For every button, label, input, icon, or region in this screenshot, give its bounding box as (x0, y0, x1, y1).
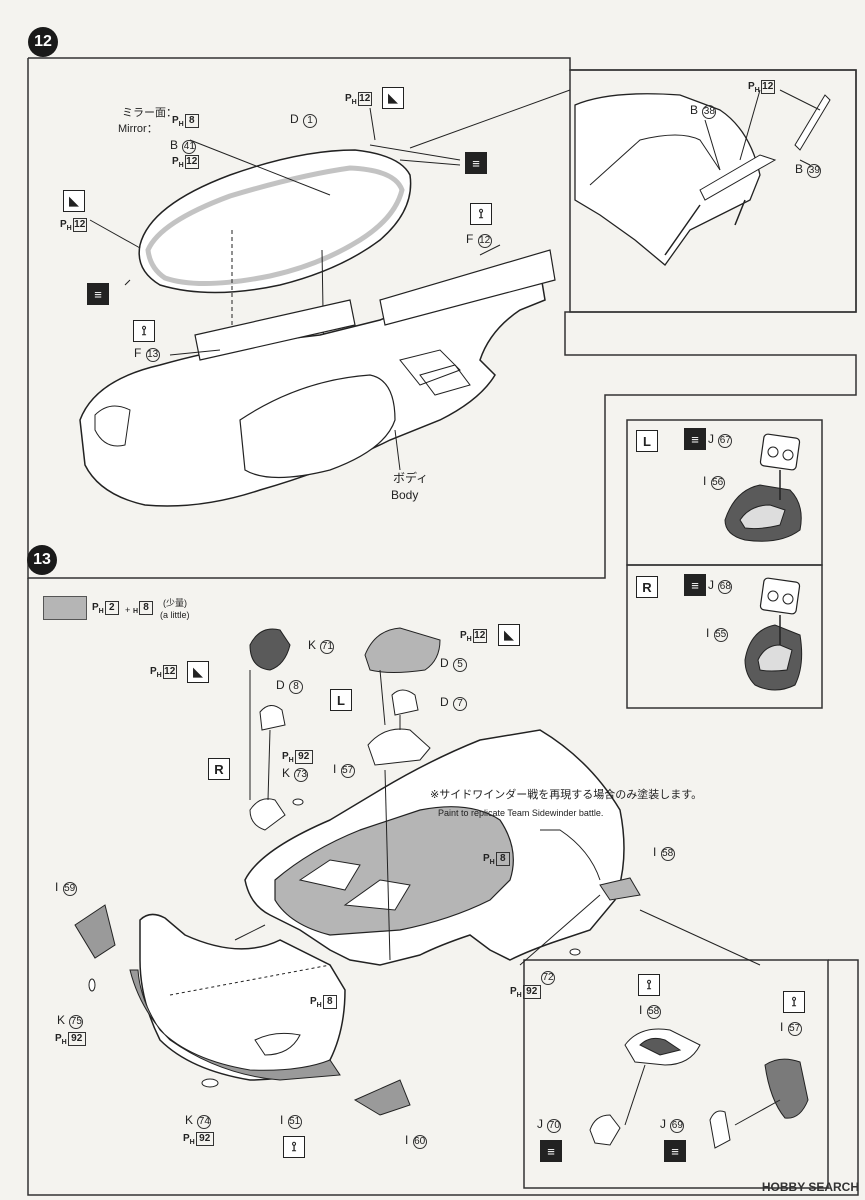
mix-color-swatch (43, 596, 87, 620)
pk-paint-icon-h: ⟟ (638, 974, 660, 996)
side-l-badge: L (636, 430, 658, 452)
part-d7-label: D 7 (440, 695, 468, 711)
step13-r-badge: R (208, 758, 230, 780)
pk-paint-icon-a: ◣ (382, 87, 404, 109)
body-en-label: Body (391, 488, 419, 502)
cement-icon-f: ≡ (664, 1140, 686, 1162)
pk-paint-icon-e: ◣ (187, 661, 209, 683)
part-i58-label-a: I 58 (653, 845, 675, 861)
part-f13-label: F 13 (134, 346, 160, 362)
cement-icon-b: ≡ (87, 283, 109, 305)
part-k71-label: K 71 (308, 638, 335, 654)
cement-icon-d: ≡ (684, 574, 706, 596)
part-i57-label-a: I 57 (333, 762, 355, 778)
cement-icon-c: ≡ (684, 428, 706, 450)
mix-plus: + (125, 605, 131, 615)
cement-icon-a: ≡ (465, 152, 487, 174)
note-en: Paint to replicate Team Sidewinder battl… (438, 808, 604, 818)
part-b38-label: B 38 (690, 103, 717, 119)
side-r-badge: R (636, 576, 658, 598)
part-j68-label: J 68 (708, 578, 733, 594)
part-k73-label: K 73 (282, 766, 309, 782)
pk-paint-icon-i: ⟟ (783, 991, 805, 1013)
part-i57-label-b: I 57 (780, 1020, 802, 1036)
pk-paint-icon-d: ⟟ (133, 320, 155, 342)
part-d8-label: D 8 (276, 678, 304, 694)
part-b41-label: B 41 (170, 138, 197, 154)
step13-l-badge: L (330, 689, 352, 711)
part-j70-label: J 70 (537, 1117, 562, 1133)
part-d5-label: D 5 (440, 656, 468, 672)
part-d1-label: D 1 (290, 112, 318, 128)
part-f12-label: F 12 (466, 232, 492, 248)
part-j69-label: J 69 (660, 1117, 685, 1133)
part-j67-label: J 67 (708, 432, 733, 448)
cement-icon-e: ≡ (540, 1140, 562, 1162)
pk-paint-icon-b: ◣ (63, 190, 85, 212)
part-i51-label: I 51 (280, 1113, 302, 1129)
mirror-en-label: Mirror： (118, 123, 158, 135)
pk-paint-icon-f: ◣ (498, 624, 520, 646)
mirror-jp-label: ミラー面： (122, 107, 177, 119)
part-i58-label-b: I 58 (639, 1003, 661, 1019)
part-i56-label: I 56 (703, 474, 725, 490)
part-k75-label: K 75 (57, 1013, 84, 1029)
step-13-number: 13 (27, 545, 57, 575)
mix-jp: (少量) (163, 598, 187, 608)
part-i55-label: I 55 (706, 626, 728, 642)
note-jp: ※サイドワインダー戦を再現する場合のみ塗装します。 (430, 789, 703, 801)
part-i60-label: I 60 (405, 1133, 427, 1149)
body-jp-label: ボディ (393, 471, 429, 485)
part-i59-label: I 59 (55, 880, 77, 896)
part-k72-label: 72 (541, 971, 555, 985)
part-k74-label: K 74 (185, 1113, 212, 1129)
pk-paint-icon-c: ⟟ (470, 203, 492, 225)
step-12-number: 12 (28, 27, 58, 57)
part-b39-label: B 39 (795, 162, 822, 178)
mix-en: (a little) (160, 610, 190, 620)
watermark: HOBBY SEARCH (761, 1180, 859, 1194)
pk-paint-icon-g: ⟟ (283, 1136, 305, 1158)
